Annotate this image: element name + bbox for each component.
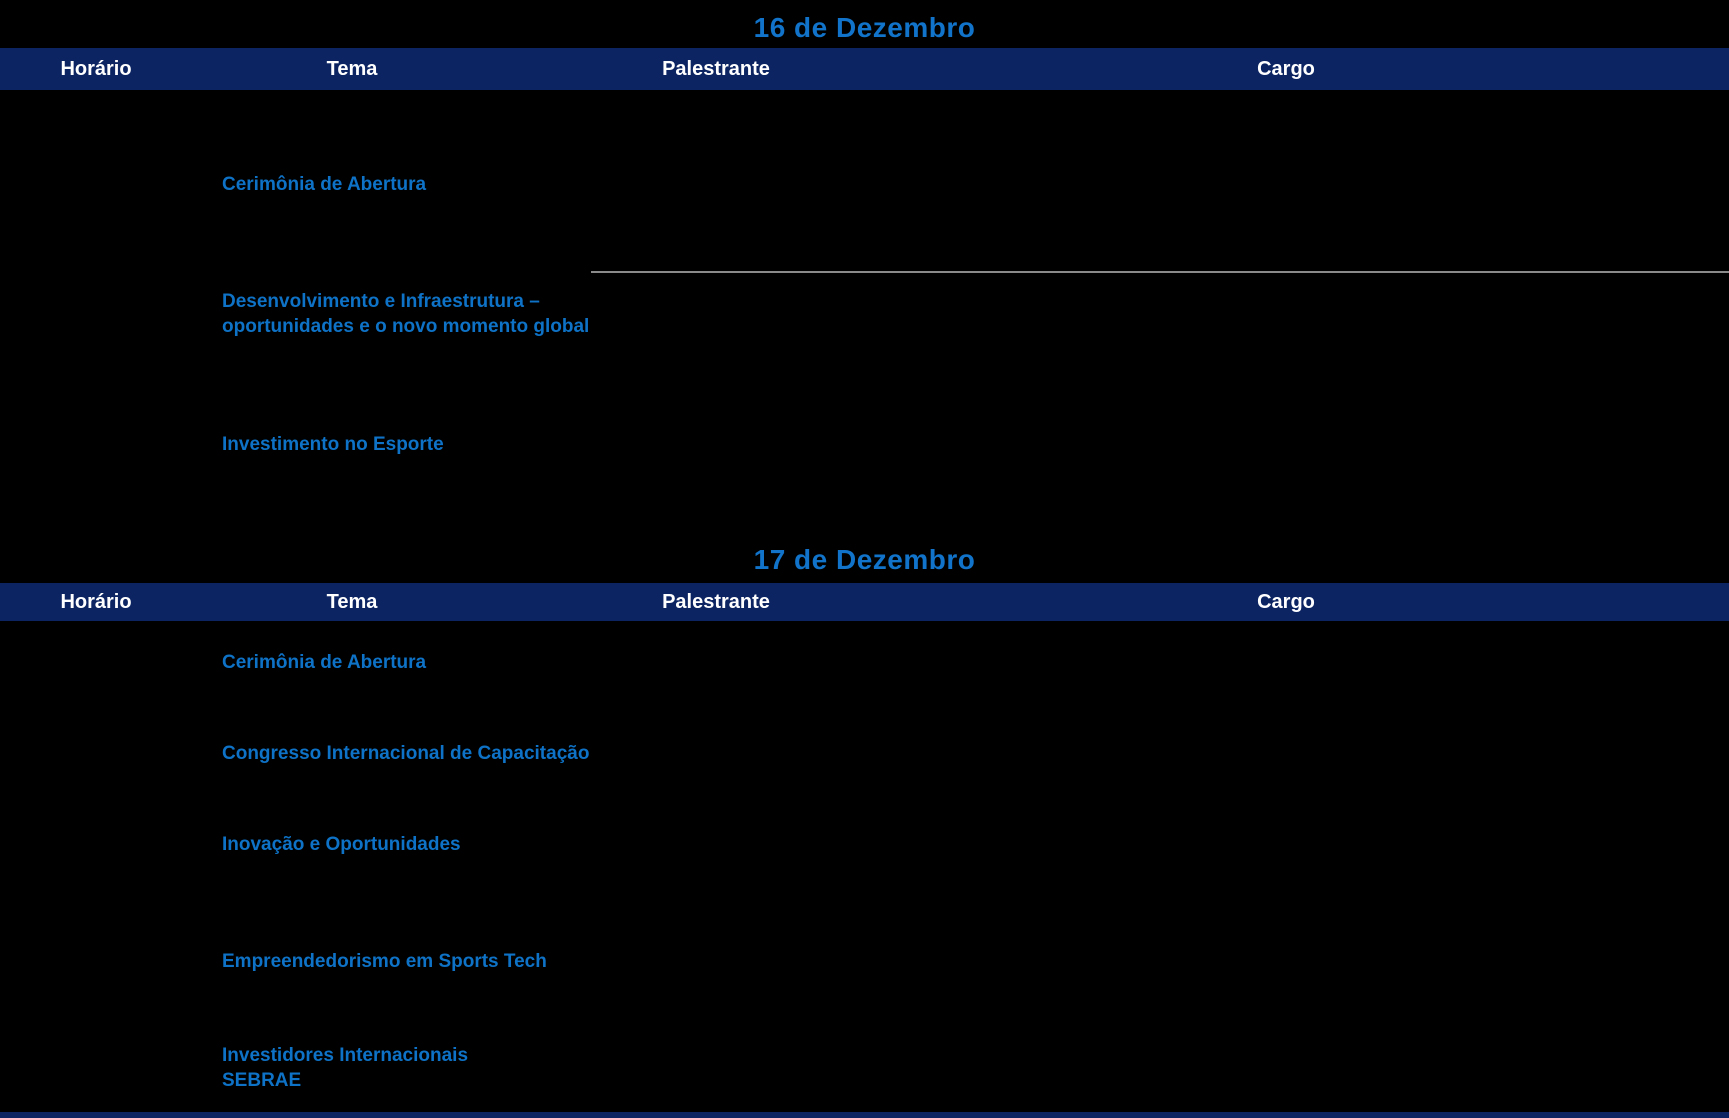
session-topic-investidores-internacionais-sebrae: Investidores Internacionais SEBRAE xyxy=(222,1045,469,1091)
column-header-horario: Horário xyxy=(60,58,132,80)
table-header-dec17: Horário Tema Palestrante Cargo xyxy=(0,583,1729,621)
session-topic-empreendedorismo-sports-tech: Empreendedorismo em Sports Tech xyxy=(222,951,547,972)
column-header-palestrante: Palestrante xyxy=(662,58,770,80)
session-topic-congresso-capacitacao: Congresso Internacional de Capacitação xyxy=(222,743,590,764)
session-topic-desenvolvimento-infraestrutura: Desenvolvimento e Infraestrutura – oport… xyxy=(222,291,590,337)
session-topic-cerimonia-abertura-dec16: Cerimônia de Abertura xyxy=(222,174,427,195)
section-title-dec16: 16 de Dezembro xyxy=(753,12,976,43)
column-header-tema: Tema xyxy=(326,591,378,613)
session-topic-inovacao-oportunidades: Inovação e Oportunidades xyxy=(222,834,461,855)
row-divider-line xyxy=(591,271,1729,273)
session-topic-cerimonia-abertura-dec17: Cerimônia de Abertura xyxy=(222,652,427,673)
section-title-dec17: 17 de Dezembro xyxy=(753,544,976,575)
table-header-dec16: Horário Tema Palestrante Cargo xyxy=(0,48,1729,90)
session-topic-investimento-esporte: Investimento no Esporte xyxy=(222,434,444,455)
cutoff-header-bar-bottom xyxy=(0,1112,1729,1118)
column-header-cargo: Cargo xyxy=(1257,591,1315,613)
column-header-horario: Horário xyxy=(60,591,132,613)
column-header-tema: Tema xyxy=(326,58,378,80)
column-header-cargo: Cargo xyxy=(1257,58,1315,80)
column-header-palestrante: Palestrante xyxy=(662,591,770,613)
